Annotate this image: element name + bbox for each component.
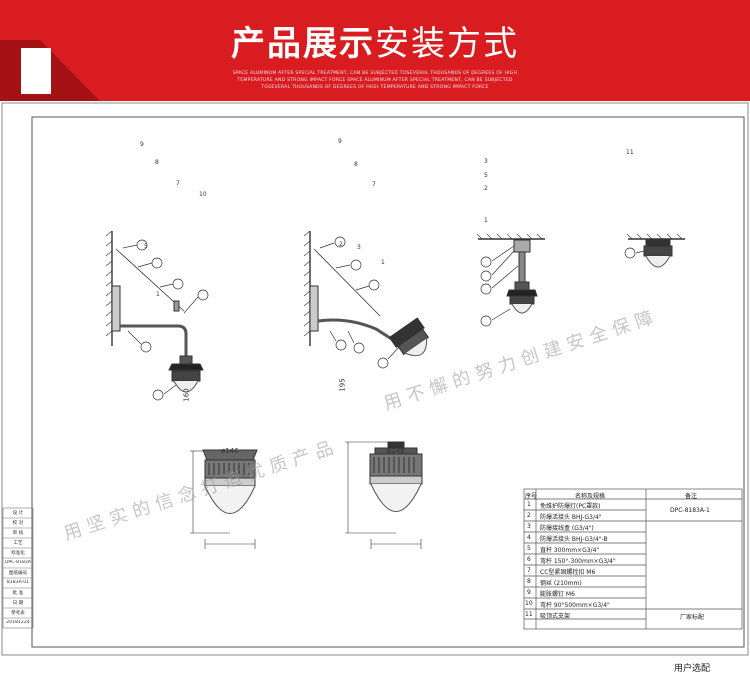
bom-row-name: 防爆接线盒 (G3/4") [540, 525, 594, 532]
page-title: 产品展示安装方式 [0, 16, 750, 65]
header-banner: 产品展示安装方式 SPACE ALUMINUM AFTER SPECIAL TR… [0, 0, 750, 101]
install-wall-90-arm [105, 230, 204, 393]
bom-head-note: 备注 [685, 493, 698, 500]
bom-row-no: 1 [527, 501, 531, 508]
bom-head-no: 序号 [525, 493, 538, 500]
side-cell-model: DPC-8183A [4, 560, 31, 565]
install-ceiling-flush [626, 233, 685, 268]
side-cell-date-label: 日 期 [12, 601, 24, 606]
callout-b-9: 9 [338, 138, 342, 145]
title-bold: 产品展示 [231, 24, 375, 64]
bom-row-name: 吸顶式支架 [540, 613, 571, 620]
side-cell-review: 审 核 [12, 531, 24, 536]
callout-a-7: 7 [176, 180, 180, 187]
bom-row-no: 10 [525, 600, 533, 607]
title-light: 安装方式 [375, 24, 519, 64]
dim-width-b: ø146 [387, 447, 405, 455]
callout-a-10: 10 [199, 191, 207, 198]
outer-border [1, 102, 749, 656]
bom-row-name: 弯杆 150°-300mm×G3/4" [540, 558, 616, 565]
subtitle-line-2: TEMPERATURE AND STRONG IMPACT FORCE SPAC… [237, 78, 513, 83]
callout-a-9: 9 [140, 141, 144, 148]
side-cell-standard: 标准化 [11, 551, 25, 556]
side-title-strip [2, 507, 34, 629]
side-cell-drawing-no: 8183A-01 [6, 580, 30, 585]
install-wall-150-arm [303, 230, 429, 357]
callout-c-2: 2 [484, 185, 488, 192]
callout-c-3: 3 [484, 158, 488, 165]
bom-user-fit: 用户选配 [674, 664, 711, 674]
callout-c-5: 5 [484, 172, 488, 179]
callout-b-3: 3 [357, 244, 361, 251]
subtitle-line-3: TOSEVERAL THOUSANDS OF DEGREES OF HIGH T… [261, 85, 489, 90]
bom-row-no: 9 [527, 589, 531, 596]
technical-drawing [1, 102, 749, 656]
callout-c-1: 1 [484, 217, 488, 224]
callout-a-1: 1 [156, 291, 160, 298]
callout-b-7: 7 [372, 181, 376, 188]
bom-row-name: 免维护防爆灯(PC罩款) [540, 503, 601, 510]
bom-row-name: 弯杆 90°500mm×G3/4" [540, 602, 610, 609]
callout-a-5: 5 [144, 243, 148, 250]
bom-row-name: 防爆活接头 BHJ-G3/4"-B [540, 536, 608, 543]
side-cell-ref: 参考表 [11, 611, 25, 616]
bom-row-no: 6 [527, 556, 531, 563]
bom-row-no: 8 [527, 578, 531, 585]
callout-d-11: 11 [626, 149, 634, 156]
bom-row-name: CC型紧固螺栓扣 M6 [540, 569, 596, 576]
dim-height-a: 160 [182, 388, 191, 402]
bom-table-grid [523, 488, 743, 630]
callouts-d [624, 247, 645, 259]
bom-row-no: 4 [527, 534, 531, 541]
install-ceiling-pendant [476, 233, 545, 314]
bom-row-name: 防爆活接头 BHJ-G3/4" [540, 514, 602, 521]
bom-head-name: 名称及规格 [575, 493, 606, 500]
bom-row-no: 11 [525, 611, 533, 618]
side-cell-approve: 批 准 [12, 591, 24, 596]
drawing-sheet: 9 8 7 10 5 1 9 8 7 2 3 1 3 5 2 1 11 160 … [0, 101, 750, 674]
callouts-a [122, 239, 209, 401]
dim-width-a: ø146 [221, 447, 239, 455]
side-cell-date: 20181224 [6, 620, 30, 625]
side-cell-process: 工艺 [13, 541, 23, 546]
bom-row-no: 5 [527, 545, 531, 552]
bom-row-name: 钢丝 (210mm) [540, 580, 582, 587]
bom-row-name: 膨胀螺钉 M6 [540, 591, 575, 598]
callouts-c [480, 245, 519, 327]
side-cell-design: 设 计 [12, 511, 24, 516]
callout-a-8: 8 [155, 159, 159, 166]
bom-row-no: 7 [527, 567, 531, 574]
subtitle-line-1: SPACE ALUMINUM AFTER SPECIAL TREATMENT, … [232, 71, 518, 76]
bom-row-no: 2 [527, 512, 531, 519]
callout-b-2: 2 [339, 241, 343, 248]
side-cell-check: 校 对 [12, 521, 24, 526]
bom-model: DPC-8183A-1 [670, 507, 710, 514]
bom-factory: 厂家标配 [680, 614, 705, 621]
callouts-b [319, 236, 401, 369]
bom-row-name: 直杆 300mm×G3/4" [540, 547, 600, 554]
inner-border [31, 116, 745, 648]
side-cell-drawing-no-label: 图纸编号 [8, 571, 28, 576]
dimension-view-b [345, 441, 423, 549]
bom-row-no: 3 [527, 523, 531, 530]
dim-height-b: 195 [338, 378, 347, 392]
callout-b-1: 1 [381, 259, 385, 266]
dimension-view-a [190, 449, 258, 549]
corner-white-block [21, 48, 51, 94]
corner-decoration [0, 40, 100, 101]
callout-b-8: 8 [354, 161, 358, 168]
